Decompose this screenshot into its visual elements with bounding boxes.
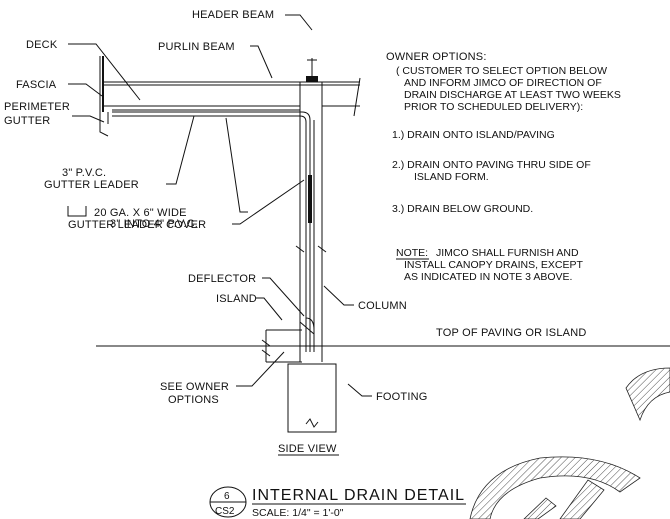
label-see-owner: SEE OWNER bbox=[160, 381, 229, 393]
note-line-1: JIMCO SHALL FURNISH AND bbox=[436, 247, 579, 259]
header-beam-mark bbox=[306, 58, 318, 82]
column bbox=[295, 82, 327, 362]
label-island: ISLAND bbox=[216, 293, 257, 305]
label-cover-gauge: 20 GA. X 6" WIDE bbox=[94, 207, 187, 219]
label-gutter-leader: GUTTER LEADER bbox=[44, 179, 139, 191]
detail-scale: SCALE: 1/4" = 1'-0" bbox=[252, 507, 344, 519]
note-line-3: AS INDICATED IN NOTE 3 ABOVE. bbox=[404, 271, 572, 283]
island-form bbox=[261, 329, 302, 363]
owner-option-2-line-2: ISLAND FORM. bbox=[414, 171, 489, 183]
owner-options-intro-1: ( CUSTOMER TO SELECT OPTION BELOW bbox=[396, 65, 607, 77]
perimeter-gutter bbox=[99, 112, 109, 137]
detail-title-block: 6 CS2 INTERNAL DRAIN DETAIL SCALE: 1/4" … bbox=[209, 486, 466, 519]
owner-options-intro-2: AND INFORM JIMCO OF DIRECTION OF bbox=[404, 77, 602, 89]
pvc-into-text: 3" INTO 4" P.V.C. bbox=[110, 218, 198, 230]
cover-symbol-icon bbox=[67, 206, 87, 217]
label-side-view: SIDE VIEW bbox=[278, 443, 337, 455]
label-gutter: GUTTER bbox=[4, 115, 50, 127]
owner-option-1: 1.) DRAIN ONTO ISLAND/PAVING bbox=[392, 129, 555, 141]
detail-title: INTERNAL DRAIN DETAIL bbox=[252, 487, 465, 504]
label-deflector: DEFLECTOR bbox=[188, 273, 256, 285]
label-header-beam: HEADER BEAM bbox=[192, 9, 274, 21]
gutter-leader-pipe bbox=[112, 111, 315, 352]
label-options: OPTIONS bbox=[168, 394, 219, 406]
label-footing: FOOTING bbox=[376, 391, 428, 403]
owner-option-2-line-1: 2.) DRAIN ONTO PAVING THRU SIDE OF bbox=[392, 159, 591, 171]
detail-number: 6 bbox=[224, 491, 230, 502]
leader-lines bbox=[68, 14, 372, 397]
owner-option-3: 3.) DRAIN BELOW GROUND. bbox=[392, 203, 533, 215]
fascia bbox=[99, 56, 104, 112]
label-purlin-beam: PURLIN BEAM bbox=[158, 41, 235, 53]
label-fascia: FASCIA bbox=[16, 79, 57, 91]
owner-options-notes: OWNER OPTIONS: ( CUSTOMER TO SELECT OPTI… bbox=[386, 51, 621, 283]
owner-options-heading: OWNER OPTIONS: bbox=[386, 51, 487, 63]
owner-options-intro-3: DRAIN DISCHARGE AT LEAST TWO WEEKS bbox=[404, 89, 621, 101]
note-line-2: INSTALL CANOPY DRAINS, EXCEPT bbox=[404, 259, 584, 271]
detail-sheet: CS2 bbox=[215, 506, 235, 517]
label-perimeter: PERIMETER bbox=[4, 101, 70, 113]
watermark-stamp bbox=[469, 367, 670, 519]
label-deck: DECK bbox=[26, 39, 58, 51]
label-pvc-leader: 3" P.V.C. bbox=[62, 167, 106, 179]
deflector bbox=[299, 317, 315, 335]
label-top-paving: TOP OF PAVING OR ISLAND bbox=[436, 327, 586, 339]
label-leader-cover: GUTTER LEADER COVER bbox=[68, 219, 206, 231]
label-column: COLUMN bbox=[358, 300, 407, 312]
note-label: NOTE: bbox=[396, 247, 428, 259]
owner-options-intro-4: PRIOR TO SCHEDULED DELIVERY): bbox=[404, 101, 583, 113]
footing bbox=[287, 363, 337, 433]
